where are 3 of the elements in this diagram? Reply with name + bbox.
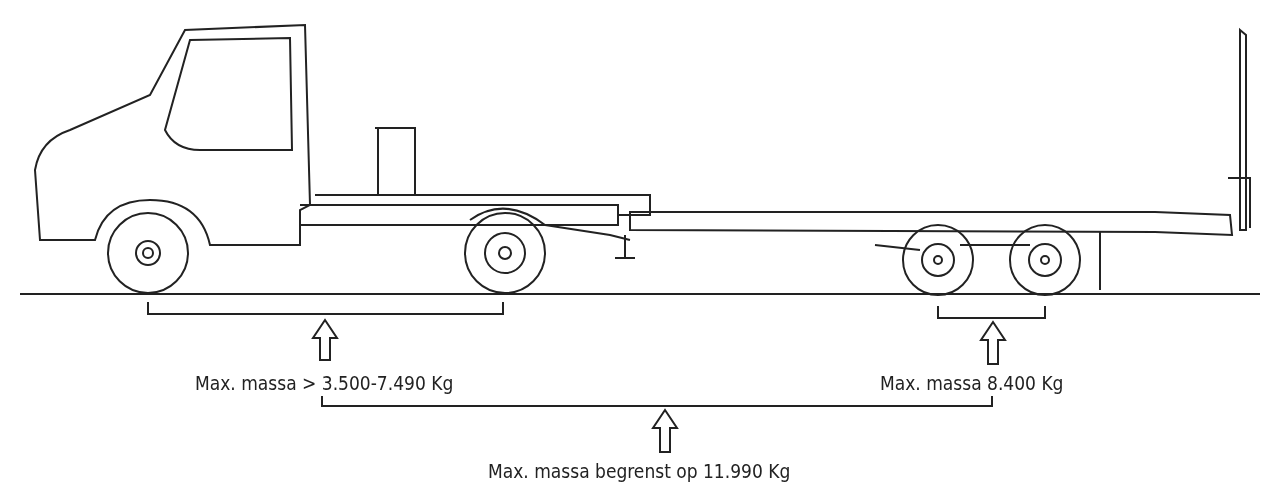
load-label: Max. massa 8.400 Kg: [880, 372, 1064, 394]
load-label: Max. massa > 3.500-7.490 Kg: [195, 372, 454, 394]
load-label: Max. massa begrenst op 11.990 Kg: [488, 460, 791, 482]
